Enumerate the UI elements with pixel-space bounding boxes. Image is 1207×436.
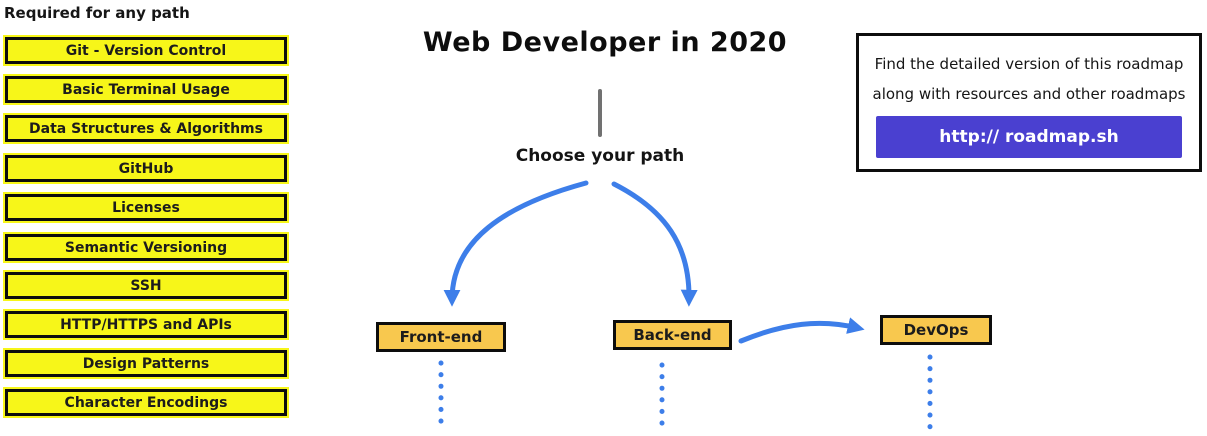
info-text-line2: along with resources and other roadmaps <box>872 85 1186 103</box>
topic-node-http-https-apis[interactable]: HTTP/HTTPS and APIs <box>3 309 289 340</box>
path-node-frontend[interactable]: Front-end <box>376 322 506 352</box>
topic-node-ssh[interactable]: SSH <box>3 270 289 301</box>
info-text-line1: Find the detailed version of this roadma… <box>874 55 1184 73</box>
roadmap-url-button[interactable]: http:// roadmap.sh <box>876 116 1182 158</box>
arrow-to-frontend <box>443 180 589 307</box>
path-node-devops[interactable]: DevOps <box>880 315 992 345</box>
arrow-backend-to-devops <box>738 317 865 344</box>
topic-node-basic-terminal-usage[interactable]: Basic Terminal Usage <box>3 74 289 105</box>
roadmap-info-box: Find the detailed version of this roadma… <box>856 33 1202 172</box>
topic-node-licenses[interactable]: Licenses <box>3 192 289 223</box>
path-node-backend[interactable]: Back-end <box>613 320 732 350</box>
topic-node-design-patterns[interactable]: Design Patterns <box>3 348 289 379</box>
page-title: Web Developer in 2020 <box>422 27 788 58</box>
topic-node-git-version-control[interactable]: Git - Version Control <box>3 35 289 66</box>
required-path-heading: Required for any path <box>4 4 190 22</box>
topic-node-data-structures-algorithms[interactable]: Data Structures & Algorithms <box>3 113 289 144</box>
topic-node-github[interactable]: GitHub <box>3 153 289 184</box>
choose-your-path-label: Choose your path <box>515 146 685 166</box>
title-stem-line <box>598 89 602 137</box>
arrow-to-backend <box>611 181 698 307</box>
topic-node-semantic-versioning[interactable]: Semantic Versioning <box>3 232 289 263</box>
topic-node-character-encodings[interactable]: Character Encodings <box>3 387 289 418</box>
